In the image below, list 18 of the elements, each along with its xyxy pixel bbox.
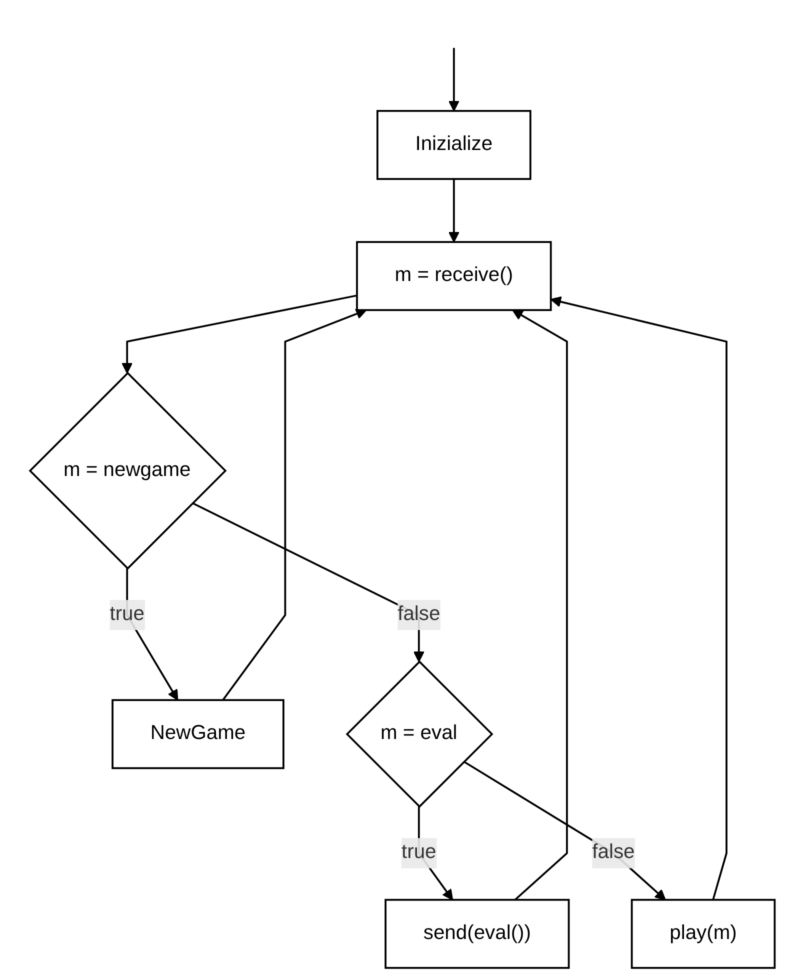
node-box: m = receive() bbox=[356, 241, 552, 312]
edge-label: false bbox=[592, 842, 634, 864]
arrow bbox=[462, 760, 666, 900]
arrow bbox=[550, 296, 728, 900]
node-box: Inizialize bbox=[376, 110, 531, 180]
arrow bbox=[512, 310, 568, 901]
edge-label: false bbox=[397, 604, 440, 626]
node-diamond: m = newgame bbox=[28, 372, 226, 570]
edge-label: true bbox=[401, 842, 436, 864]
node-box: play(m) bbox=[630, 898, 776, 969]
node-box: NewGame bbox=[111, 699, 284, 770]
edge-label: true bbox=[109, 604, 144, 626]
node-box: send(eval()) bbox=[384, 898, 570, 969]
arrow bbox=[448, 179, 460, 243]
arrow bbox=[121, 294, 357, 374]
arrow bbox=[222, 308, 366, 701]
node-diamond: m = eval bbox=[345, 660, 493, 808]
arrow bbox=[448, 48, 460, 112]
